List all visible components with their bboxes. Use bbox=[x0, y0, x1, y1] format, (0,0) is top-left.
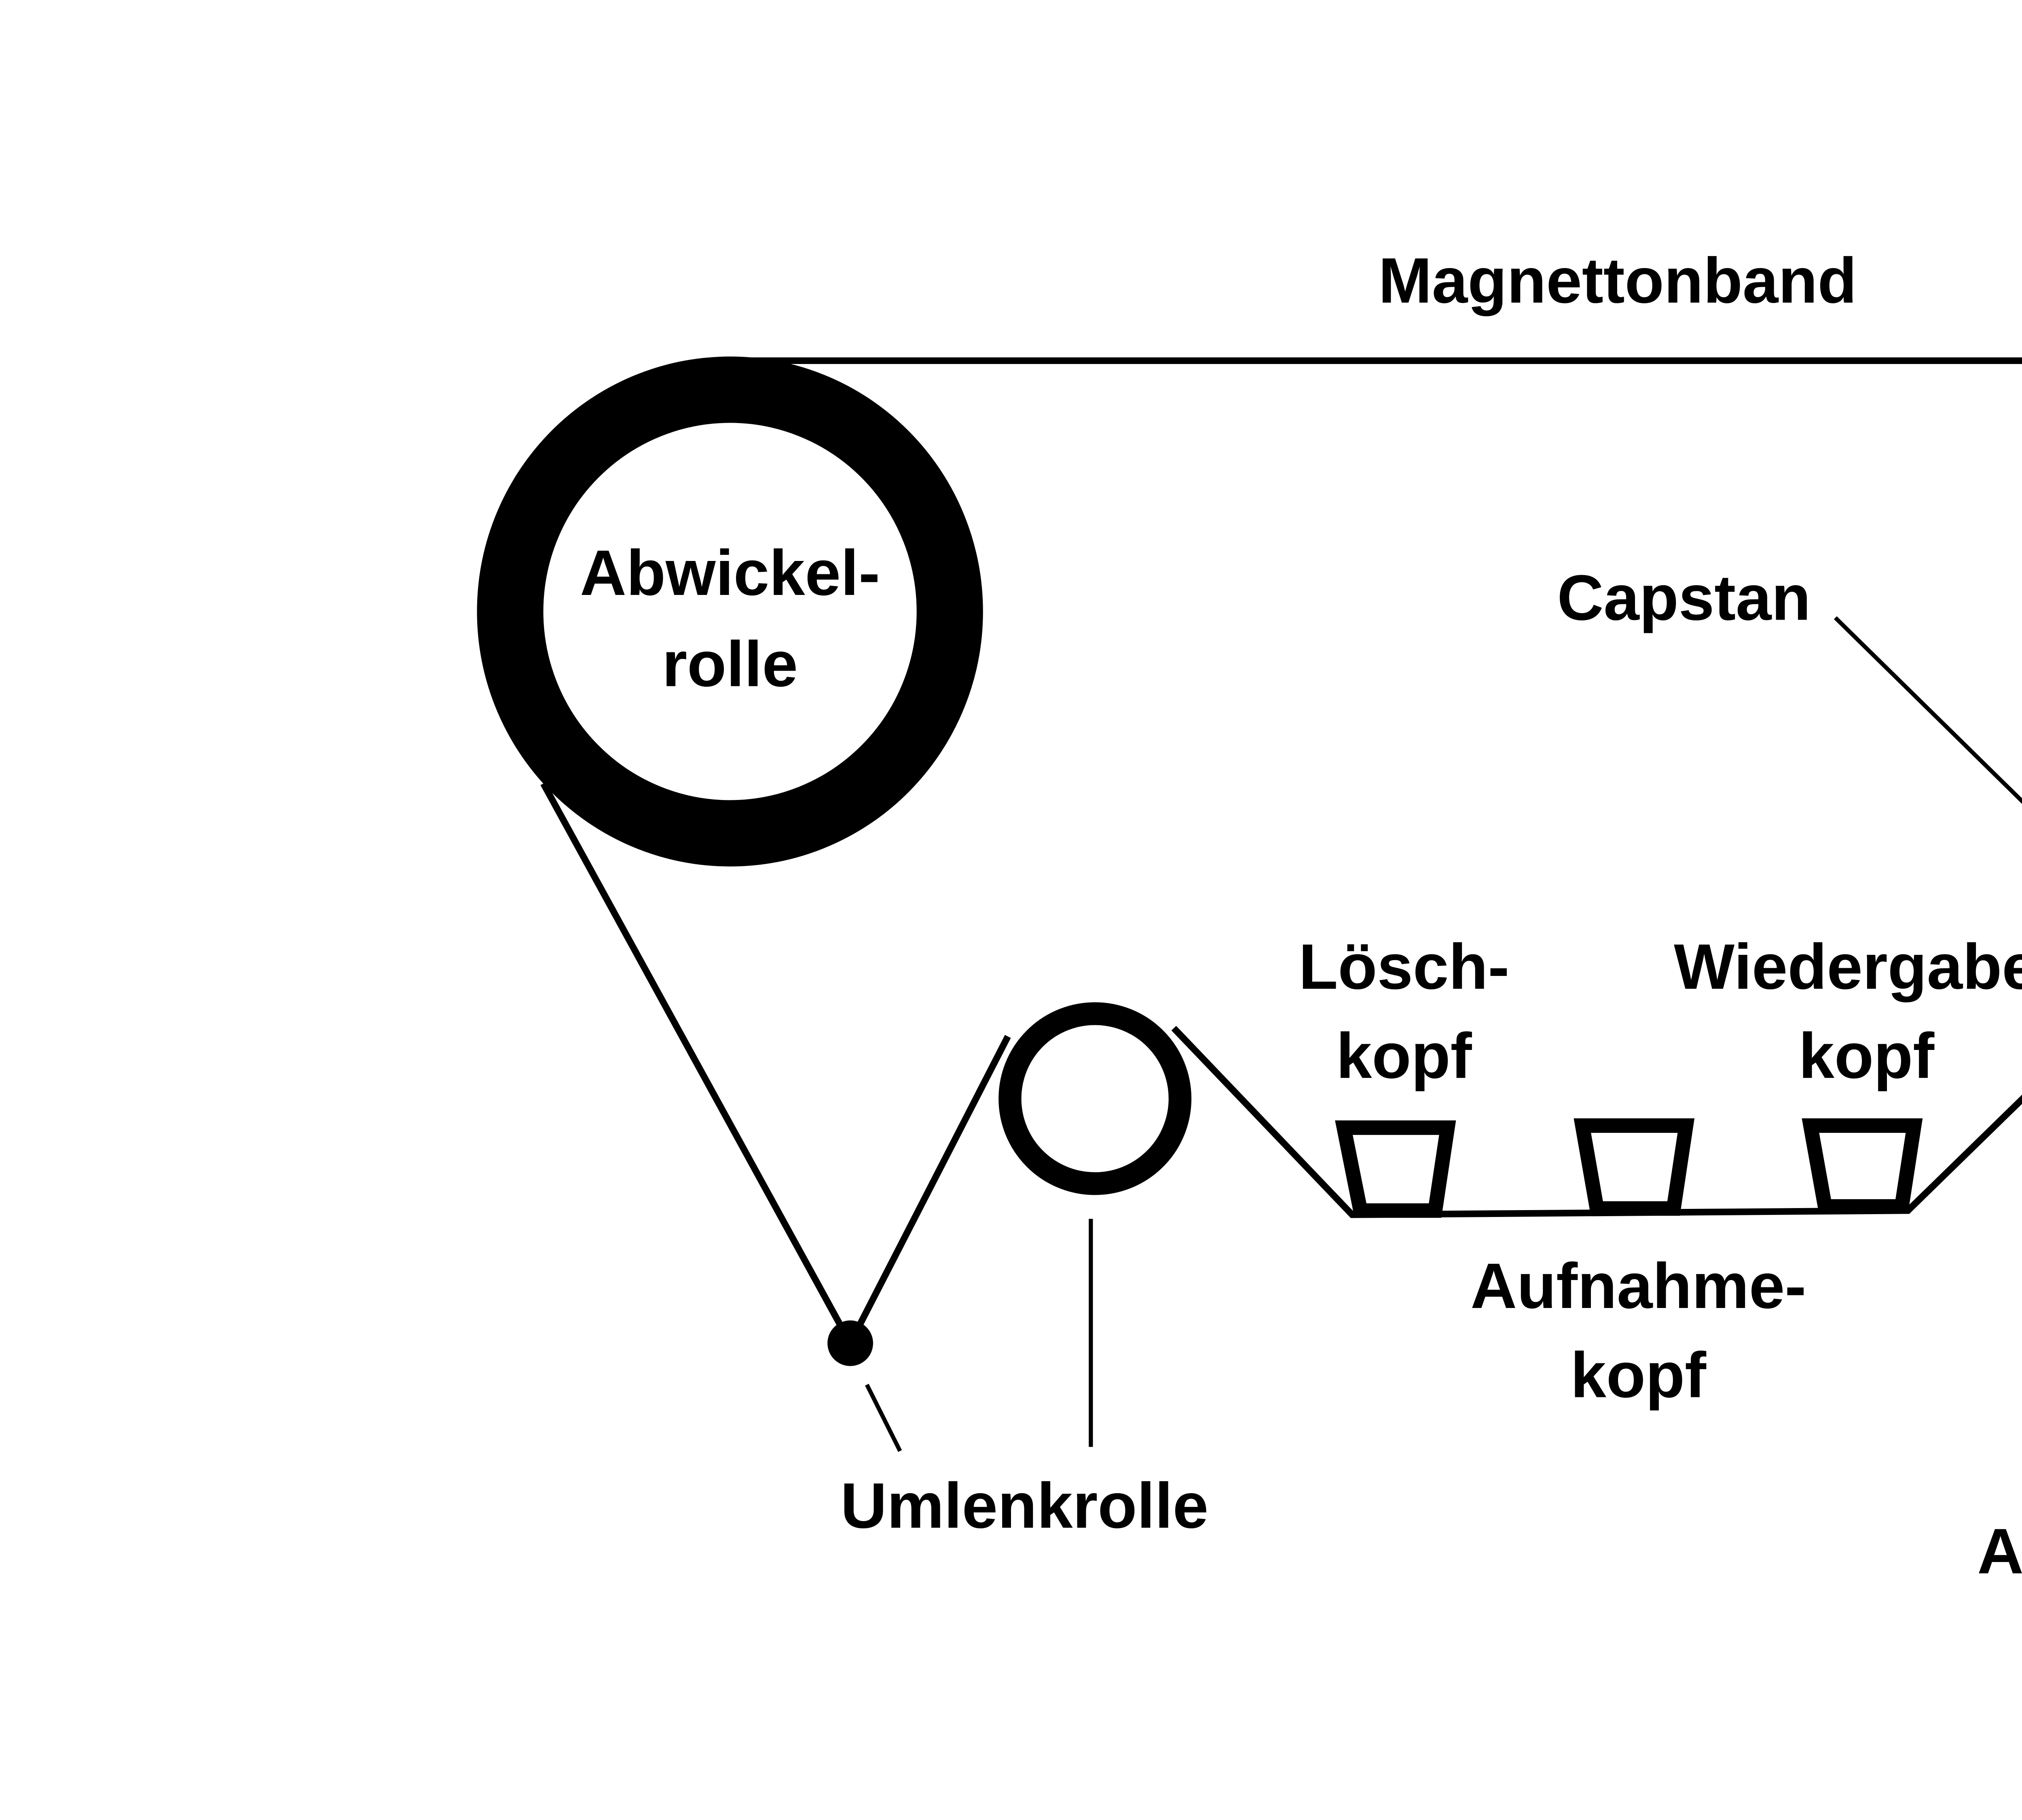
record-head bbox=[1574, 1118, 1695, 1216]
title-magnettonband: Magnettonband bbox=[1378, 244, 1857, 316]
guide-roller-label: Umlenkrolle bbox=[840, 1469, 1208, 1541]
supply-reel bbox=[477, 356, 983, 867]
supply-reel-label-1: Abwickel- bbox=[580, 537, 880, 609]
playback-head bbox=[1802, 1118, 1923, 1214]
capstan-label: Capstan bbox=[1557, 562, 1811, 634]
erase-head-label-1: Lösch- bbox=[1299, 931, 1509, 1003]
guide-pin-leader-line bbox=[865, 1384, 902, 1452]
capstan-leader-line bbox=[1834, 616, 2022, 804]
record-head-label-1: Aufnahme- bbox=[1470, 1250, 1806, 1322]
pinch-roller-label: Andruckrolle bbox=[1977, 1515, 2022, 1587]
supply-reel-label-2: rolle bbox=[662, 628, 798, 700]
erase-head bbox=[1335, 1120, 1456, 1218]
tape-left-path bbox=[540, 782, 1011, 1350]
playback-head-label-2: kopf bbox=[1799, 1020, 1935, 1092]
record-head-label-2: kopf bbox=[1571, 1339, 1707, 1411]
guide-roller bbox=[998, 1002, 1192, 1195]
playback-head-label-1: Wiedergabe- bbox=[1674, 931, 2022, 1003]
left-guide-pin bbox=[827, 1320, 873, 1366]
erase-head-label-2: kopf bbox=[1336, 1020, 1472, 1092]
